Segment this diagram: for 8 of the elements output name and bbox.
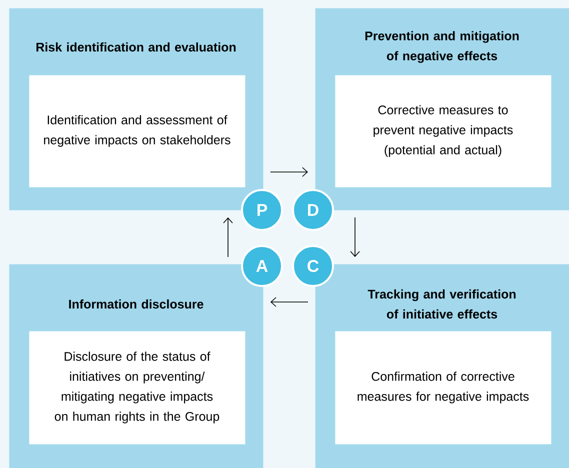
arrow — [223, 217, 233, 258]
text-box: Disclosure of the status of initiatives on preventing/ mitigating negative impacts on human rights in the Group — [29, 331, 246, 444]
text-box: Corrective measures to prevent negative impacts (potential and actual) — [335, 75, 552, 188]
text-box: Confirmation of corrective measures for negative impacts — [335, 331, 552, 444]
arrow — [350, 217, 360, 257]
arrow — [270, 297, 308, 307]
arrow — [270, 167, 308, 177]
text-box: Identification and assessment of negative impacts on stakeholders — [29, 75, 246, 188]
